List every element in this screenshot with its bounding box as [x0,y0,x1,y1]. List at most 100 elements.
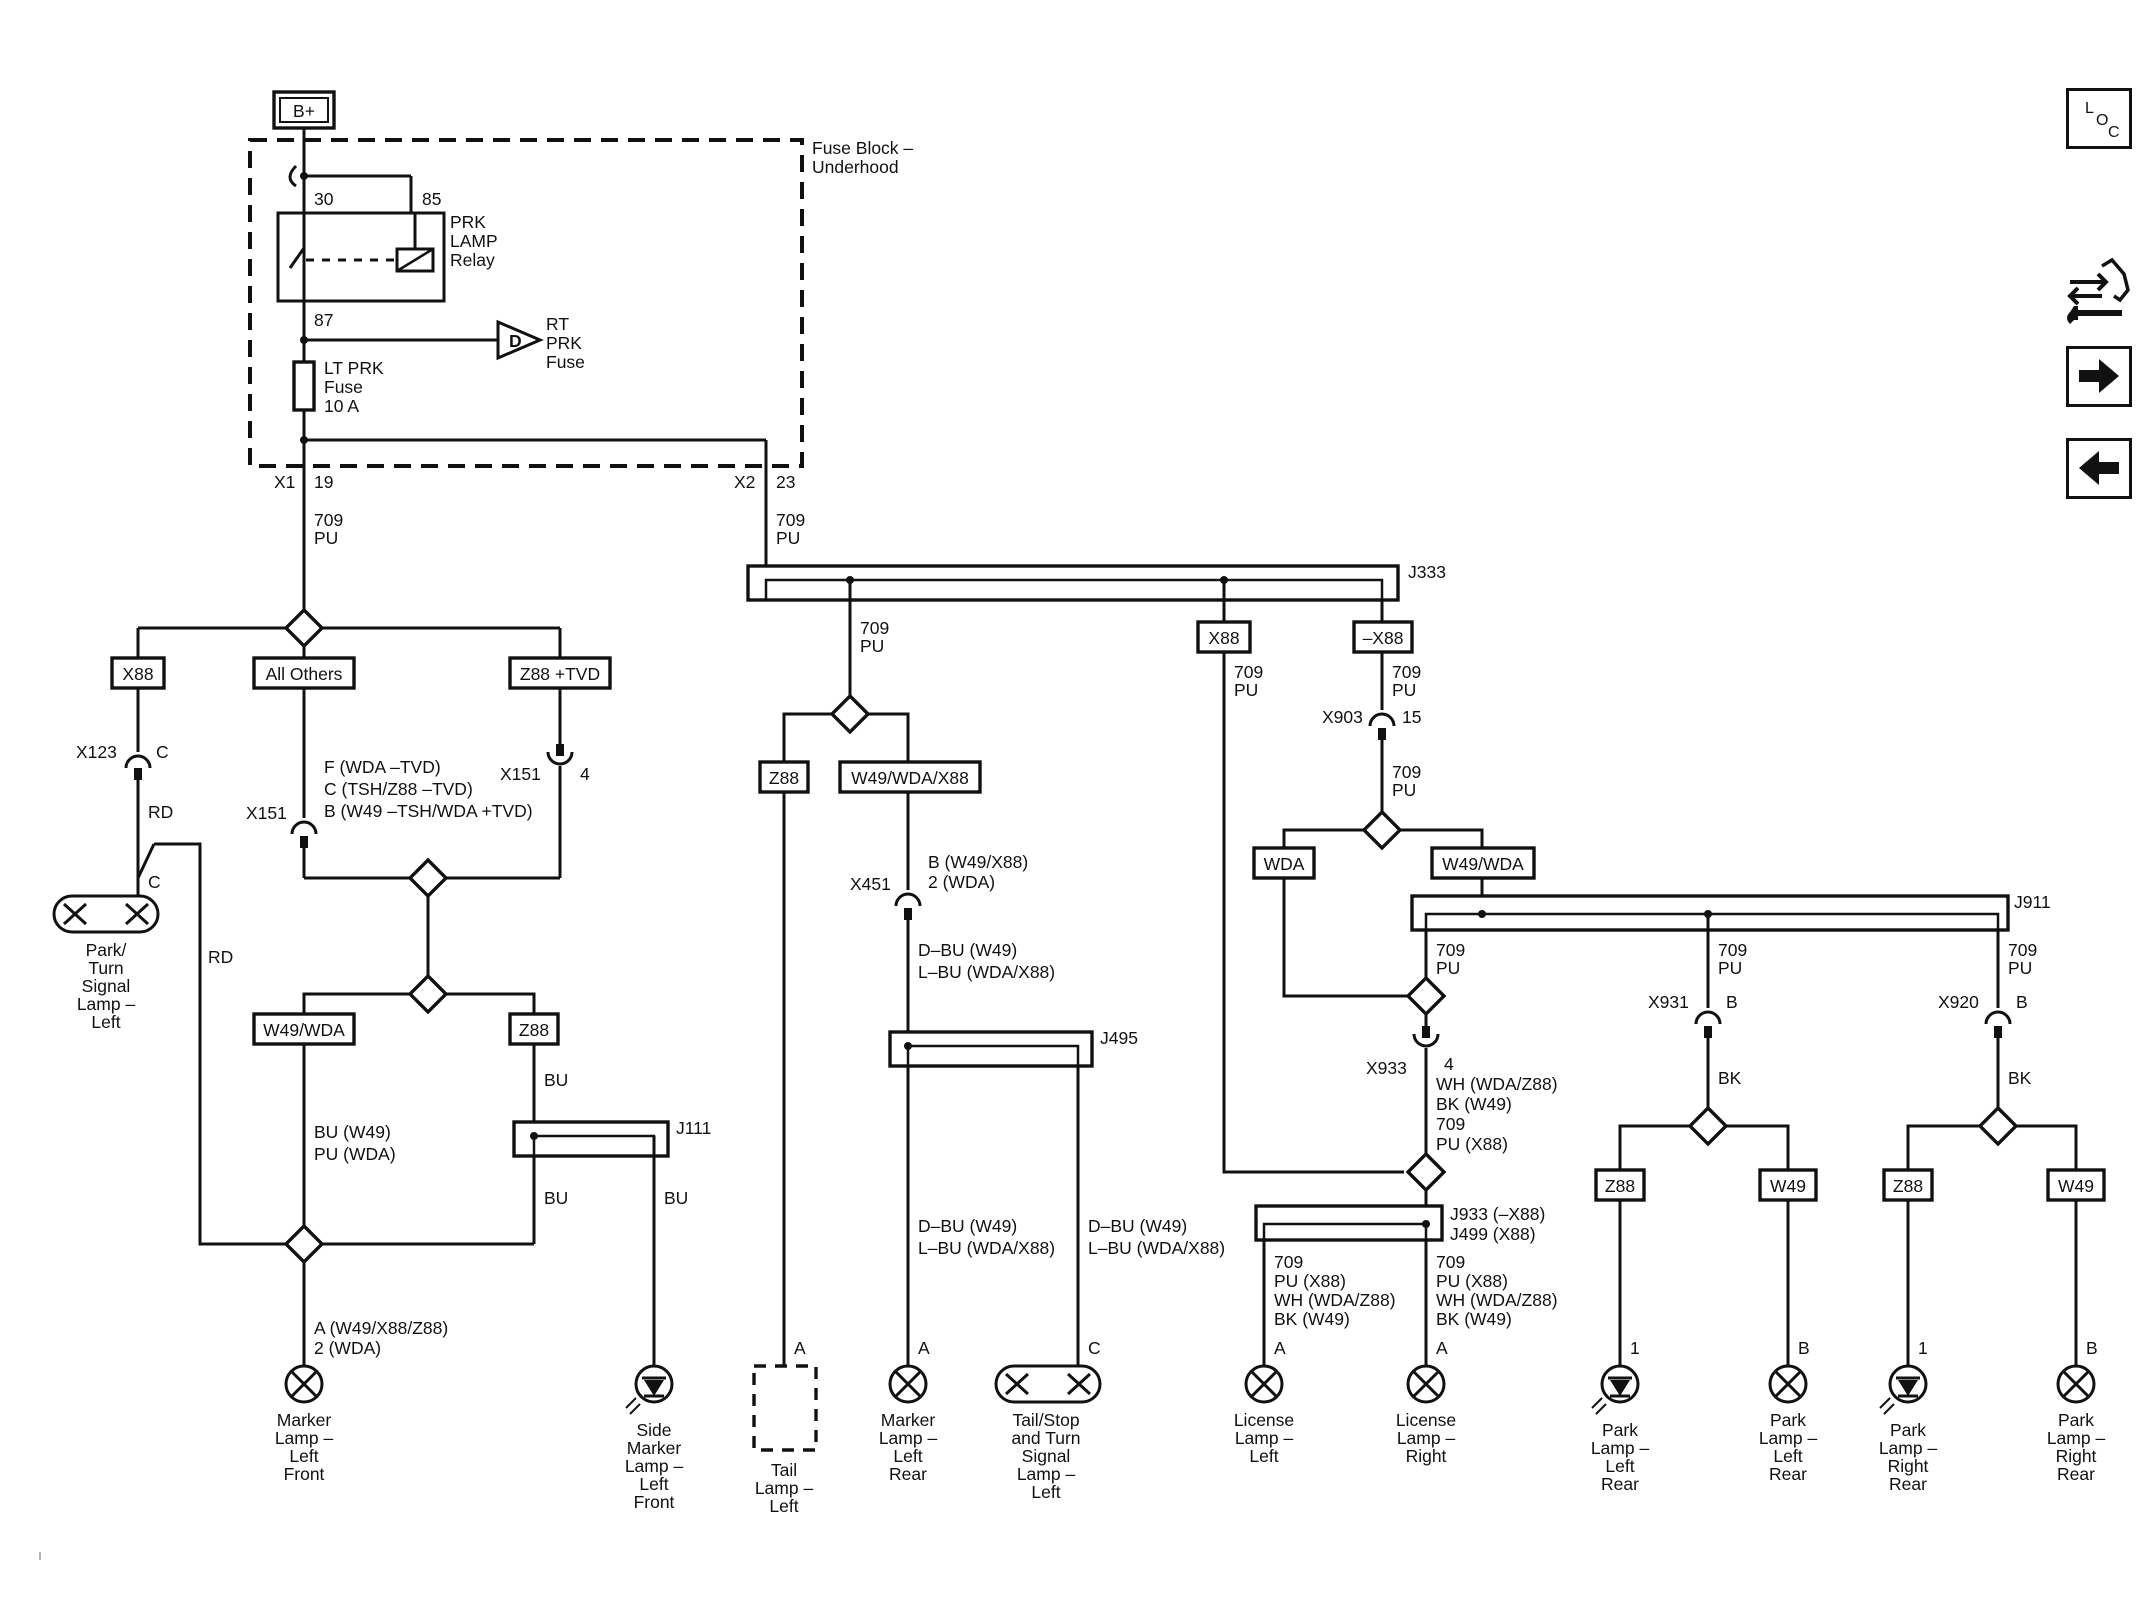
wire-circuit-x920: 709 [2008,940,2037,960]
connector-x933: X933 [1366,1058,1407,1078]
connector-x931: X931 [1648,992,1689,1012]
loc-letter-o: O [2096,112,2108,129]
option-z88-plr: Z88 [1605,1176,1635,1196]
svg-text:License: License [1396,1410,1456,1430]
connector-x920-pin: B [2016,992,2028,1012]
wire-circuit-x88: 709 [1234,662,1263,682]
lamp-label-marker-left-front: Marker Lamp – Left Front [275,1410,334,1484]
pin-marker-a: A (W49/X88/Z88) [314,1318,448,1338]
lamp-label-park-turn-left: Park/ Turn Signal Lamp – Left [77,940,136,1032]
option-w49-wda-left: W49/WDA [263,1020,345,1040]
svg-text:Rear: Rear [2057,1464,2095,1484]
connector-x123-pin: C [156,742,169,762]
wire-circuit-lic-left: 709 [1274,1252,1303,1272]
wire-pu-x88-1: PU (X88) [1436,1134,1508,1154]
wire-circuit-lic-right: 709 [1436,1252,1465,1272]
lamp-label-tail-left: Tail Lamp – Left [755,1460,814,1516]
wire-pu-x88-lic-left: PU (X88) [1274,1271,1346,1291]
option-w49-wda-right: W49/WDA [1442,854,1524,874]
splice-j333: J333 [1408,562,1446,582]
relay-label-1: PRK [450,212,486,232]
wire-pu-x88-lic-right: PU (X88) [1436,1271,1508,1291]
lamp-label-park-left-rear-1: Park Lamp – Left Rear [1591,1420,1650,1494]
pin-park-rr-b: B [2086,1338,2098,1358]
svg-text:Left: Left [1031,1482,1060,1502]
wire-dbu-w49-1: D–BU (W49) [918,940,1017,960]
pin-x151-b: B (W49 –TSH/WDA +TVD) [324,801,533,821]
wire-color-x920: PU [2008,958,2032,978]
pin-x451-2: 2 (WDA) [928,872,995,892]
wire-circuit-x903: 709 [1392,762,1421,782]
pin-license-left-a: A [1274,1338,1286,1358]
lt-fuse-label-1: LT PRK [324,358,384,378]
lamp-label-license-left: License Lamp – Left [1234,1410,1294,1466]
fuse-block-underhood: Fuse Block – Underhood [248,138,913,468]
svg-text:Lamp –: Lamp – [755,1478,814,1498]
pin-park-rr-1: 1 [1918,1338,1928,1358]
svg-text:and Turn: and Turn [1011,1428,1080,1448]
wire-color-x88: PU [1234,680,1258,700]
wire-wh-wda-z88-lic-right: WH (WDA/Z88) [1436,1290,1558,1310]
location-button[interactable]: L O C [2066,88,2132,149]
wire-bu-2: BU [544,1188,568,1208]
svg-text:Lamp –: Lamp – [275,1428,334,1448]
connector-x903-pin: 15 [1402,707,1421,727]
rt-fuse-tag: D [509,331,522,351]
svg-text:Rear: Rear [1601,1474,1639,1494]
svg-text:Park/: Park/ [86,940,127,960]
wire-bk-w49-1: BK (W49) [1436,1094,1512,1114]
arrow-left-icon [2079,451,2119,485]
diagnostic-button[interactable] [2062,256,2132,330]
battery-supply: B+ [272,90,336,130]
wire-bk-w49-lic-left: BK (W49) [1274,1309,1350,1329]
connector-x920: X920 [1938,992,1979,1012]
next-button[interactable] [2066,346,2132,407]
svg-text:Lamp –: Lamp – [1759,1428,1818,1448]
lamp-label-license-right: License Lamp – Right [1396,1410,1456,1466]
pin-x151-f: F (WDA –TVD) [324,757,441,777]
relay-label-3: Relay [450,250,495,270]
connector-x1: X1 [274,472,295,492]
option-neg-x88: –X88 [1363,628,1404,648]
svg-text:Left: Left [289,1446,318,1466]
wire-color-x903: PU [1392,780,1416,800]
svg-text:Rear: Rear [1769,1464,1807,1484]
svg-text:Marker: Marker [627,1438,682,1458]
wire-pu-wda: PU (WDA) [314,1144,396,1164]
wire-color-x931: PU [1718,958,1742,978]
pin-tail-stop-c: C [1088,1338,1101,1358]
wire-bu-1: BU [544,1070,568,1090]
wire-bu-w49: BU (W49) [314,1122,391,1142]
splice-j495: J495 [1100,1028,1138,1048]
lamp-label-park-right-rear-1: Park Lamp – Right Rear [1879,1420,1938,1494]
wire-rd-1: RD [148,802,173,822]
wire-wh-wda-z88-1: WH (WDA/Z88) [1436,1074,1558,1094]
wire-circuit-left: 709 [314,510,343,530]
svg-text:Left: Left [91,1012,120,1032]
left-section: X88 X123 C RD C Park/ Turn Signal Lamp –… [52,607,711,1512]
svg-text:Left: Left [893,1446,922,1466]
rt-fuse-label-3: Fuse [546,352,585,372]
wrench-car-icon [2067,257,2130,324]
svg-text:Turn: Turn [88,958,123,978]
loc-letter-l: L [2085,100,2094,117]
connector-x903: X903 [1322,707,1363,727]
option-w49-wda-x88: W49/WDA/X88 [851,768,969,788]
svg-text:Tail: Tail [771,1460,797,1480]
wire-color-j911a: PU [1436,958,1460,978]
previous-button[interactable] [2066,438,2132,499]
connector-x123: X123 [76,742,117,762]
connector-x151-right: X151 [500,764,541,784]
lamp-label-marker-left-rear: Marker Lamp – Left Rear [879,1410,938,1484]
wire-bk-2: BK [2008,1068,2032,1088]
splice-j933: J933 (–X88) [1450,1204,1545,1224]
option-w49-plr: W49 [1770,1176,1806,1196]
wire-circuit-negx88: 709 [1392,662,1421,682]
svg-text:Front: Front [634,1492,675,1512]
lamp-label-side-marker-left-front: Side Marker Lamp – Left Front [625,1420,684,1512]
middle-section: J333 709 PU Z88 A Tail Lamp – Left W49/W… [746,562,1446,1516]
relay-pin-85: 85 [422,189,441,209]
option-x88-left: X88 [122,664,153,684]
option-z88-prr: Z88 [1893,1176,1923,1196]
lamp-label-tail-stop-turn-left: Tail/Stop and Turn Signal Lamp – Left [1011,1410,1080,1502]
